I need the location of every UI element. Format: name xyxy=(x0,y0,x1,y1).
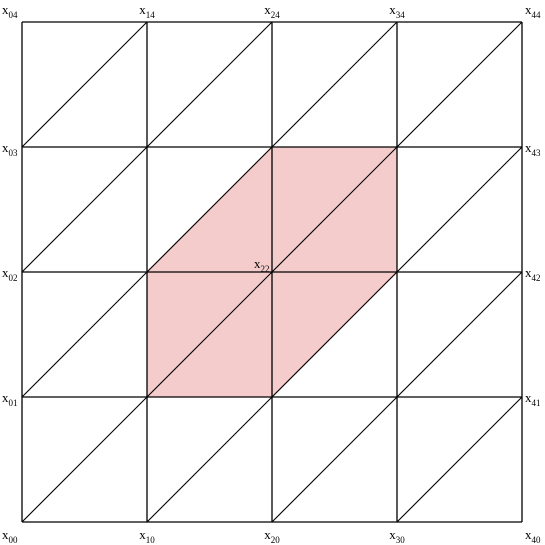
diagonal-line xyxy=(271,396,398,523)
diagonal-line xyxy=(396,21,523,148)
diagonal-line xyxy=(146,271,273,398)
diagonal-line xyxy=(271,146,398,273)
node-label-x20: x20 xyxy=(264,527,280,545)
node-label-x00: x00 xyxy=(2,527,18,545)
diagonal-line xyxy=(21,271,148,398)
node-label-x02: x02 xyxy=(2,265,18,283)
node-label-x41: x41 xyxy=(525,390,541,408)
node-label-x42: x42 xyxy=(525,265,541,283)
diagonal-line xyxy=(146,396,273,523)
node-label-x43: x43 xyxy=(525,140,541,158)
node-label-x14: x14 xyxy=(139,2,155,20)
diagonal-line xyxy=(21,396,148,523)
diagonal-line xyxy=(146,21,273,148)
node-label-x40: x40 xyxy=(525,527,541,545)
node-label-x03: x03 xyxy=(2,140,18,158)
diagonal-line xyxy=(271,271,398,398)
node-label-x44: x44 xyxy=(525,2,541,20)
node-label-x04: x04 xyxy=(2,2,18,20)
node-label-x22: x22 xyxy=(254,256,270,274)
diagonal-line xyxy=(396,396,523,523)
diagonal-line xyxy=(21,146,148,273)
node-label-x24: x24 xyxy=(264,2,280,20)
node-label-x01: x01 xyxy=(2,390,18,408)
diagonal-lines-layer xyxy=(21,21,523,523)
diagonal-line xyxy=(21,21,148,148)
node-label-x30: x30 xyxy=(389,527,405,545)
node-label-x10: x10 xyxy=(139,527,155,545)
diagonal-line xyxy=(146,146,273,273)
diagonal-line xyxy=(271,21,398,148)
diagonal-line xyxy=(396,271,523,398)
diagonal-line xyxy=(396,146,523,273)
node-label-x34: x34 xyxy=(389,2,405,20)
